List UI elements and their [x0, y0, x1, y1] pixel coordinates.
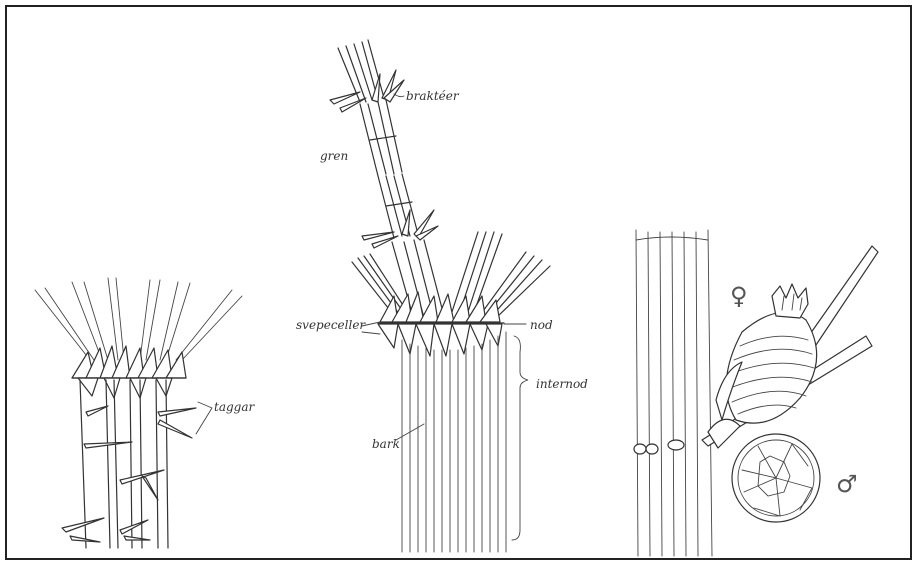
right-stem-lines	[636, 230, 712, 556]
left-node-crown	[72, 346, 186, 398]
internode-bark	[402, 332, 506, 552]
female-symbol: ♀	[730, 282, 748, 310]
side-branches	[352, 232, 550, 318]
middle-stem-drawing: braktéer gren svepeceller nod internod b…	[296, 40, 588, 552]
taggar-pointer	[196, 402, 212, 434]
label-svepeceller: svepeceller	[296, 318, 366, 332]
right-stem-drawing: ♀ ♂	[634, 230, 878, 556]
left-branches	[35, 278, 242, 360]
label-brakteer: braktéer	[406, 89, 460, 103]
male-symbol: ♂	[836, 470, 858, 498]
label-internod: internod	[536, 377, 588, 391]
label-bark: bark	[372, 437, 400, 451]
label-taggar: taggar	[214, 400, 255, 414]
right-node-beads	[634, 440, 684, 454]
left-stem-drawing: taggar	[35, 278, 255, 548]
antheridium	[732, 434, 820, 522]
left-stem-body	[80, 380, 168, 548]
label-nod: nod	[530, 318, 553, 332]
internode-bracket	[512, 336, 528, 540]
label-gren: gren	[320, 149, 348, 163]
